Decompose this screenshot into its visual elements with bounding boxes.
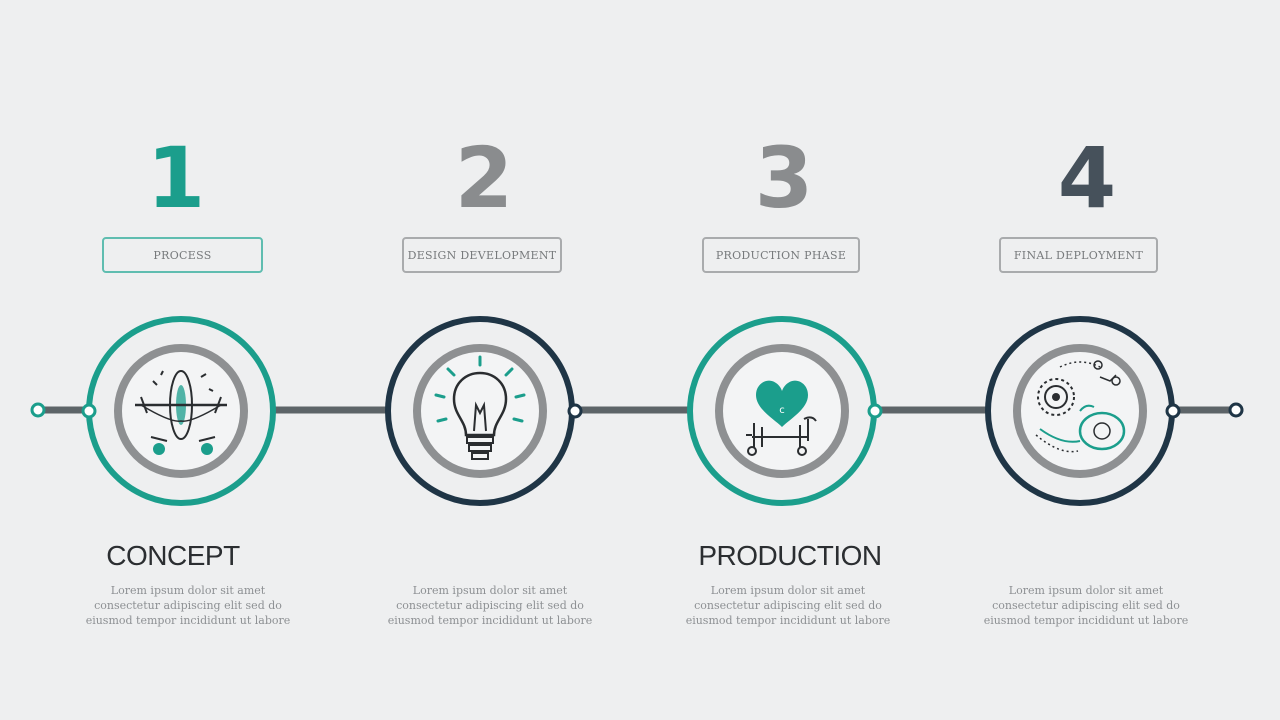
lightbulb-icon xyxy=(434,355,526,460)
step-3-title: PRODUCTION xyxy=(698,540,882,571)
heart-machine-icon: c xyxy=(746,380,817,456)
gear-circuit-icon xyxy=(1035,360,1126,453)
step-1-tag: PROCESS xyxy=(102,237,263,273)
step-3-number: 3 xyxy=(754,129,813,227)
step-2-tag: DESIGN DEVELOPMENT xyxy=(402,237,562,273)
step-2-connector-dot xyxy=(567,403,583,419)
step-4-tag: FINAL DEPLOYMENT xyxy=(999,237,1158,273)
timeline-start-cap xyxy=(30,402,46,418)
airplane-icon xyxy=(135,370,227,455)
step-1-title: CONCEPT xyxy=(106,540,240,571)
step-4-node xyxy=(985,316,1181,506)
timeline-end-cap xyxy=(1228,402,1244,418)
step-2-number: 2 xyxy=(454,129,513,227)
step-1-number: 1 xyxy=(146,129,205,227)
svg-text:c: c xyxy=(779,405,785,416)
step-1-node xyxy=(81,316,276,506)
step-3-connector-dot xyxy=(867,403,883,419)
step-2-node xyxy=(385,316,583,506)
step-1-connector-dot xyxy=(81,403,97,419)
step-1-description: Lorem ipsum dolor sit amet consectetur a… xyxy=(85,584,291,627)
step-4-description: Lorem ipsum dolor sit amet consectetur a… xyxy=(983,584,1189,627)
step-3-tag: PRODUCTION PHASE xyxy=(702,237,860,273)
step-2-description: Lorem ipsum dolor sit amet consectetur a… xyxy=(387,584,593,627)
step-4-number: 4 xyxy=(1057,129,1116,227)
step-4-connector-dot xyxy=(1165,403,1181,419)
step-3-node: c xyxy=(687,316,883,506)
step-3-description: Lorem ipsum dolor sit amet consectetur a… xyxy=(685,584,891,627)
